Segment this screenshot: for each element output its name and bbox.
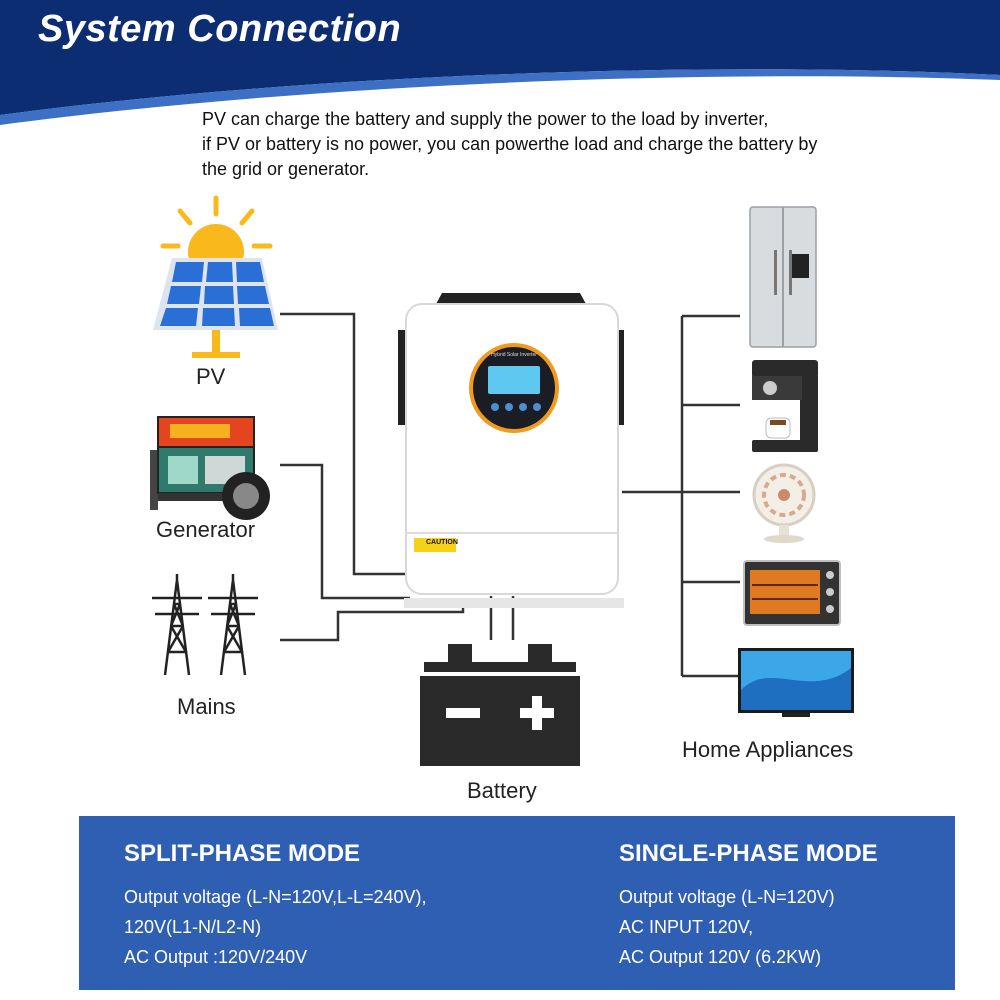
fan-icon (752, 463, 816, 543)
single-phase-line: AC Output 120V (6.2KW) (619, 947, 822, 967)
connection-diagram (150, 195, 854, 766)
pv-label: PV (196, 364, 226, 389)
mains-tower-icon (152, 574, 258, 676)
home-appliances-label: Home Appliances (682, 737, 854, 762)
caution-label: CAUTION (426, 539, 458, 546)
inverter-icon (398, 293, 624, 608)
generator-label: Generator (156, 517, 256, 542)
split-phase-line: AC Output :120V/240V (124, 947, 308, 967)
single-phase-title: SINGLE-PHASE MODE (619, 840, 878, 867)
mode-panel: SPLIT-PHASE MODE Output voltage (L-N=120… (79, 816, 955, 990)
description: PV can charge the battery and supply the… (202, 107, 922, 182)
oven-icon (743, 560, 841, 626)
coffee-machine-icon (752, 360, 818, 452)
pv-solar-icon (153, 195, 278, 358)
generator-icon (150, 416, 270, 520)
single-phase-mode: SINGLE-PHASE MODE Output voltage (L-N=12… (619, 840, 878, 972)
mains-label: Mains (177, 694, 236, 719)
split-phase-line: 120V(L1-N/L2-N) (124, 917, 262, 937)
description-line: the grid or generator. (202, 159, 370, 179)
split-phase-title: SPLIT-PHASE MODE (124, 840, 361, 867)
battery-icon (420, 644, 580, 766)
page-title: System Connection (38, 8, 402, 50)
battery-label: Battery (467, 778, 537, 803)
inverter-caption: Hybrid Solar Inverter (491, 352, 537, 358)
description-line: PV can charge the battery and supply the… (202, 109, 769, 129)
description-line: if PV or battery is no power, you can po… (202, 134, 818, 154)
tv-icon (738, 648, 854, 717)
single-phase-line: AC INPUT 120V, (619, 917, 754, 937)
split-phase-line: Output voltage (L-N=120V,L-L=240V), (124, 887, 427, 907)
refrigerator-icon (749, 206, 817, 348)
single-phase-line: Output voltage (L-N=120V) (619, 887, 835, 907)
split-phase-mode: SPLIT-PHASE MODE Output voltage (L-N=120… (124, 840, 427, 972)
header-banner (0, 0, 1000, 125)
